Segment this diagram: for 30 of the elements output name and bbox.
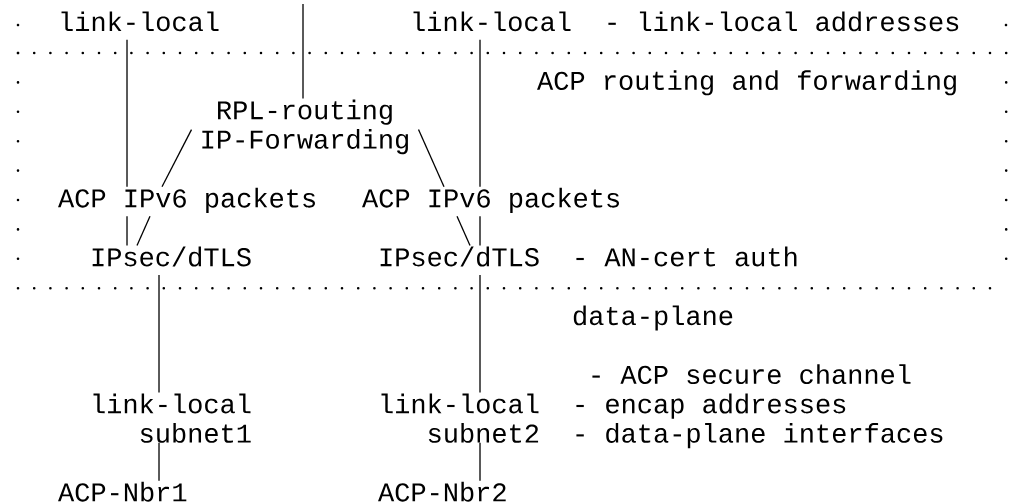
connector-line <box>126 39 128 188</box>
node-text: IPsec/dTLS <box>92 246 251 267</box>
annotation-text: - encap addresses <box>576 393 846 419</box>
connector-line <box>158 442 160 482</box>
connector-line <box>479 274 481 394</box>
node-text: link-local subnet1 <box>93 393 251 443</box>
connector-line <box>126 215 128 247</box>
annotation-text: - link-local addresses <box>608 11 959 32</box>
annotation-text: data-plane <box>573 305 733 331</box>
annotation-text: - data-plane interfaces <box>576 423 943 449</box>
connector-line <box>136 215 151 247</box>
connector-line <box>417 128 445 188</box>
node-text: RPL-routing IP-Forwarding <box>202 99 408 155</box>
connector-line <box>302 3 304 100</box>
node-text: link-local <box>413 11 571 32</box>
node-text: ACP-Nbr1 <box>58 481 187 502</box>
connector-line <box>158 274 160 394</box>
annotation-text: - ACP secure channel <box>592 364 911 385</box>
annotation-text: - AN-cert auth <box>576 246 797 267</box>
connector-line <box>456 215 471 247</box>
connector-line <box>479 442 481 482</box>
node-text: link-local subnet2 <box>381 393 539 443</box>
connector-line <box>479 39 481 188</box>
connector-line <box>161 128 193 188</box>
node-text: ACP IPv6 packets <box>58 187 315 213</box>
node-text: ACP IPv6 packets <box>362 187 619 213</box>
node-text: link-local <box>61 11 219 32</box>
connector-line <box>479 215 481 247</box>
node-text: ACP-Nbr2 <box>378 481 506 502</box>
node-text: IPsec/dTLS <box>380 246 539 267</box>
